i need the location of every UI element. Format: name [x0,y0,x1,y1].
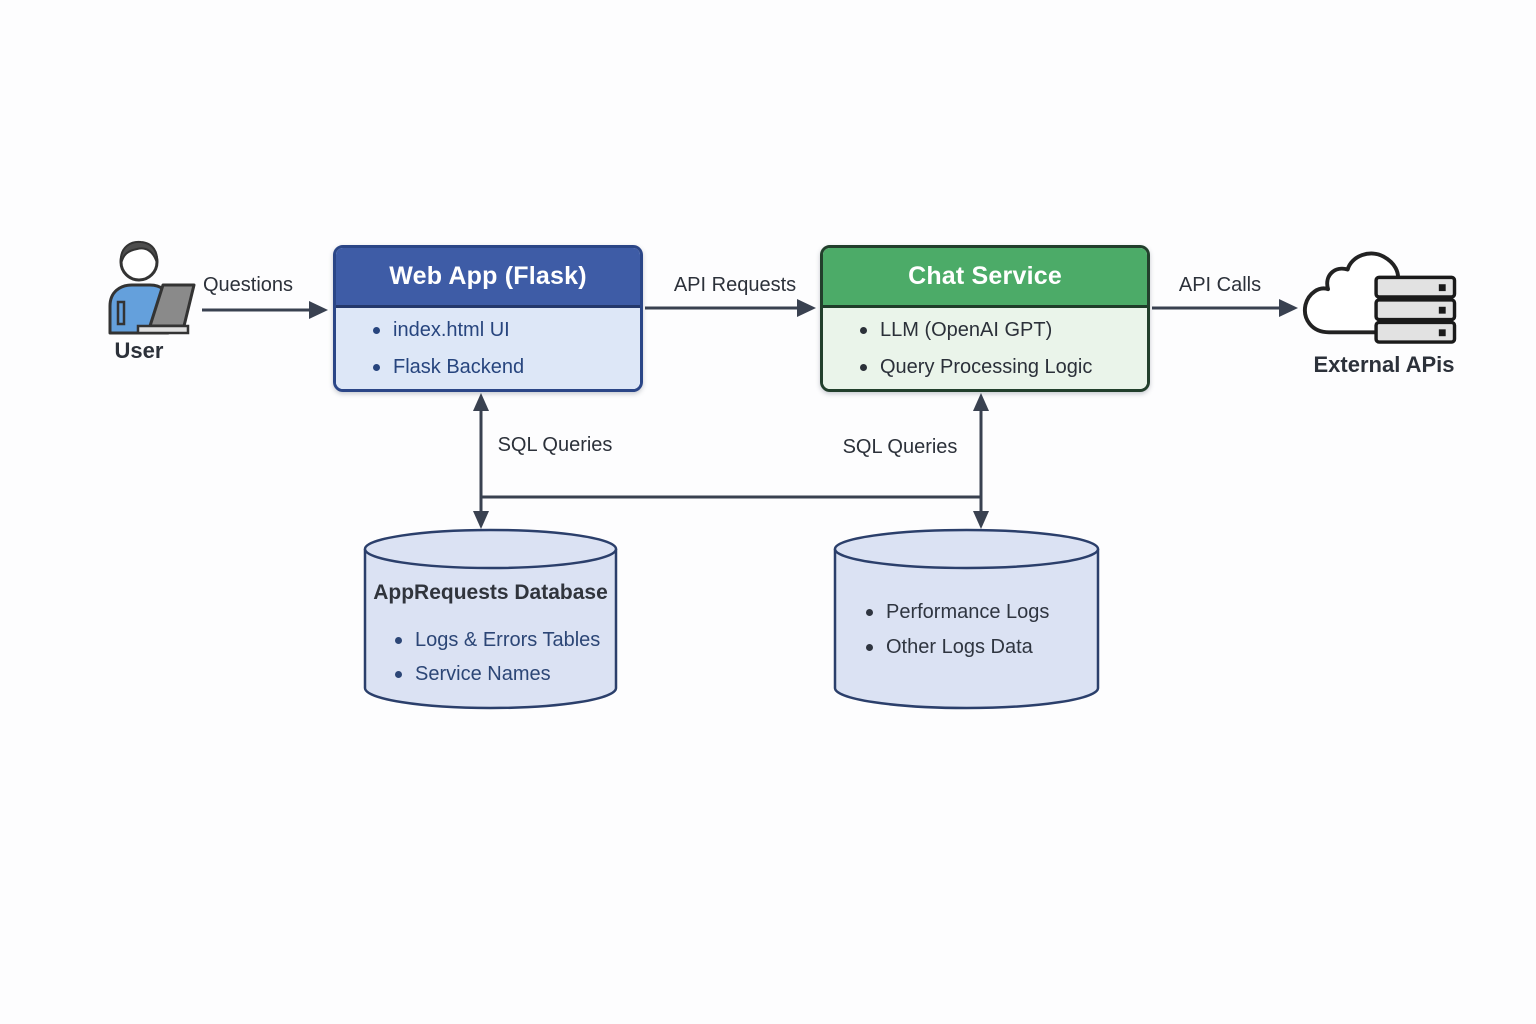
web-app-item: Flask Backend [373,354,640,380]
right-database-item-label: Performance Logs [886,601,1050,623]
right-database-item: Performance Logs [866,599,1049,625]
web-app-item-label: Flask Backend [393,356,525,378]
user-icon [108,240,196,335]
right-database-item-label: Other Logs Data [886,636,1033,658]
web-app-item: index.html UI [373,317,640,343]
external-apis-label: External APis [1313,352,1455,377]
user-label: User [114,338,164,363]
bullet-dot [860,363,867,371]
api-requests-flow-label: API Requests [673,274,797,296]
chat-service-item: LLM (OpenAI GPT) [860,317,1147,343]
questions-flow-label: Questions [202,274,294,296]
right-database-cylinder: Performance Logs Other Logs Data [833,528,1100,710]
chat-service-body: LLM (OpenAI GPT) Query Processing Logic [823,308,1147,389]
left-database-item-label: Logs & Errors Tables [415,629,601,651]
bullet-dot [395,636,402,644]
chat-service-title: Chat Service [908,262,1062,290]
api-calls-arrow [1152,299,1298,317]
left-database-title: AppRequests Database [373,581,608,604]
web-app-header: Web App (Flask) [336,248,640,308]
cloud-server-icon [1302,251,1457,344]
web-app-title: Web App (Flask) [389,262,587,290]
sql-left-arrow [473,393,489,529]
sql-queries-right-label: SQL Queries [842,436,958,458]
right-database-item: Other Logs Data [866,634,1033,660]
api-requests-arrow [645,299,816,317]
chat-service-header: Chat Service [823,248,1147,308]
cylinder-shape [363,528,618,710]
bullet-dot [866,643,873,651]
left-database-item: Logs & Errors Tables [395,627,600,653]
web-app-item-label: index.html UI [393,319,510,341]
left-database-cylinder: AppRequests Database Logs & Errors Table… [363,528,618,710]
bullet-dot [373,326,380,334]
chat-service-node: Chat Service LLM (OpenAI GPT) Query Proc… [820,245,1150,392]
chat-service-item-label: LLM (OpenAI GPT) [880,319,1053,341]
left-database-item: Service Names [395,661,551,687]
api-calls-flow-label: API Calls [1178,274,1262,296]
left-database-item-label: Service Names [415,663,551,685]
web-app-body: index.html UI Flask Backend [336,308,640,389]
bullet-dot [395,670,402,678]
bullet-dot [860,326,867,334]
chat-service-item-label: Query Processing Logic [880,356,1093,378]
sql-queries-left-label: SQL Queries [497,434,613,456]
bullet-dot [373,363,380,371]
bullet-dot [866,608,873,616]
sql-right-arrow [973,393,989,529]
questions-arrow [202,301,328,319]
web-app-node: Web App (Flask) index.html UI Flask Back… [333,245,643,392]
chat-service-item: Query Processing Logic [860,354,1147,380]
cylinder-shape [833,528,1100,710]
